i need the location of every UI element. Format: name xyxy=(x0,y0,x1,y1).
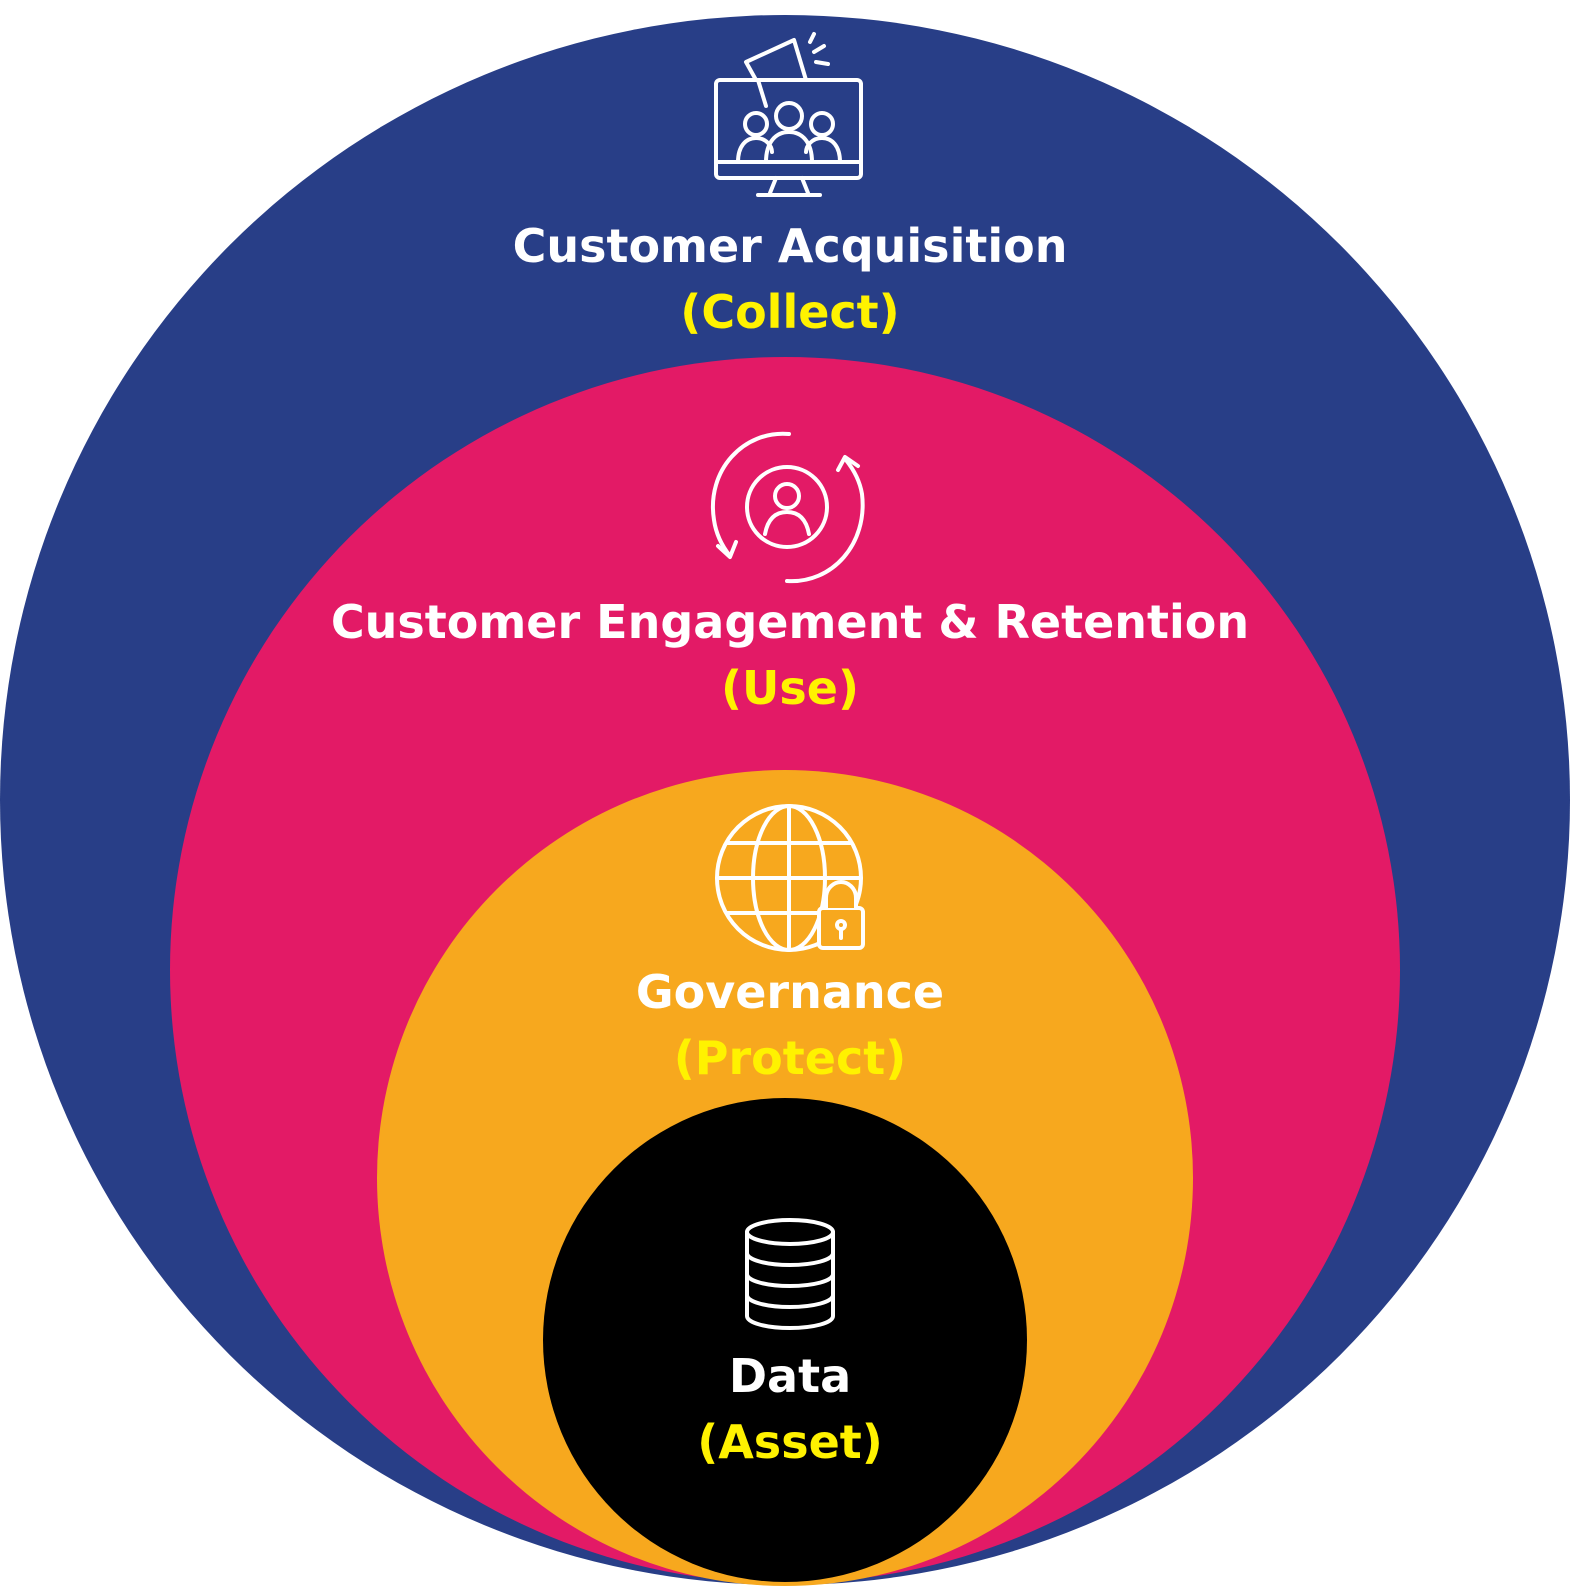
data-subtitle: (Asset) xyxy=(697,1415,883,1469)
database-icon xyxy=(745,1218,835,1330)
data-circle xyxy=(543,1098,1027,1582)
globe-lock-icon xyxy=(715,804,865,952)
engagement-subtitle: (Use) xyxy=(721,661,859,715)
data-title: Data xyxy=(729,1349,851,1403)
governance-title: Governance xyxy=(636,965,944,1019)
acquisition-title: Customer Acquisition xyxy=(513,219,1068,273)
engagement-title: Customer Engagement & Retention xyxy=(331,595,1249,649)
acquisition-subtitle: (Collect) xyxy=(680,285,899,339)
governance-subtitle: (Protect) xyxy=(674,1031,907,1085)
megaphone-monitor-audience-icon xyxy=(714,32,863,197)
user-cycle-arrows-icon xyxy=(710,431,865,584)
